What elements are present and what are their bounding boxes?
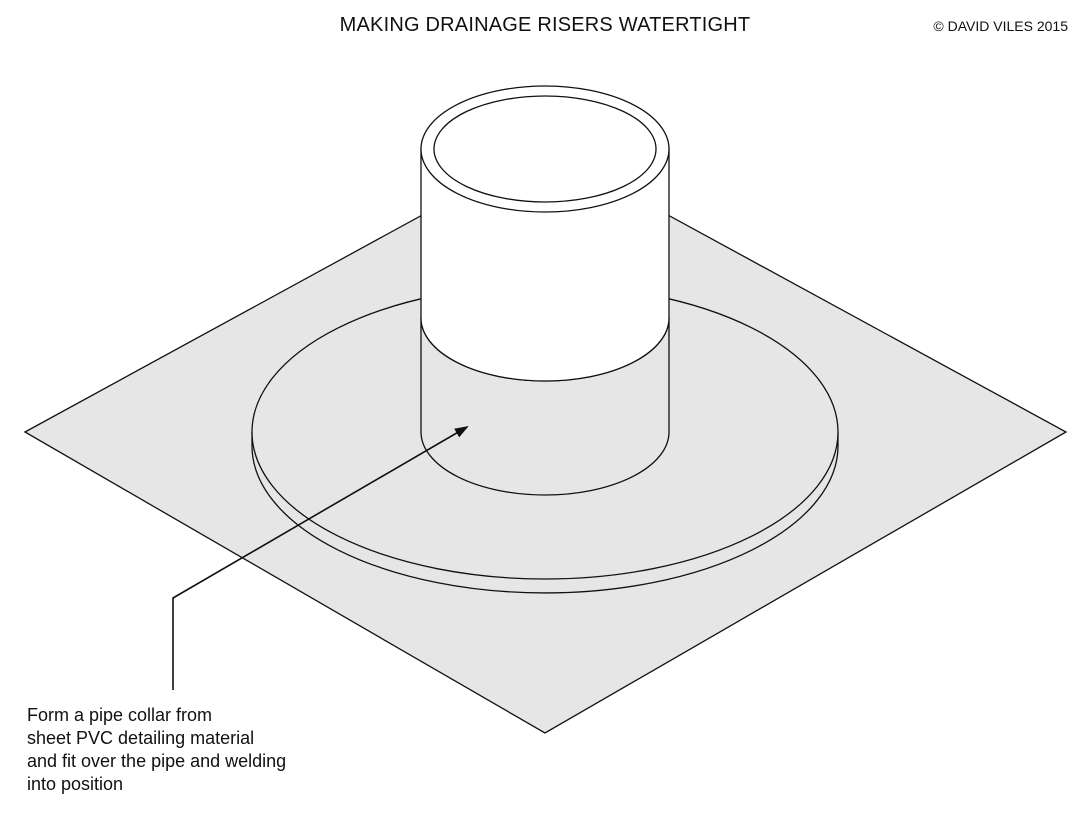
collar-instruction-caption: Form a pipe collar from sheet PVC detail…	[27, 704, 347, 796]
pipe-riser-body	[420, 148, 670, 382]
caption-line: and fit over the pipe and welding	[27, 751, 287, 771]
caption-line: sheet PVC detailing material	[27, 728, 255, 748]
caption-line: into position	[27, 774, 124, 794]
diagram-title: MAKING DRAINAGE RISERS WATERTIGHT	[339, 14, 751, 36]
leader-arrow	[172, 425, 469, 690]
copyright-notice: © DAVID VILES 2015	[933, 18, 1068, 34]
caption-line: Form a pipe collar from	[27, 705, 213, 725]
pipe-bore	[433, 95, 657, 203]
